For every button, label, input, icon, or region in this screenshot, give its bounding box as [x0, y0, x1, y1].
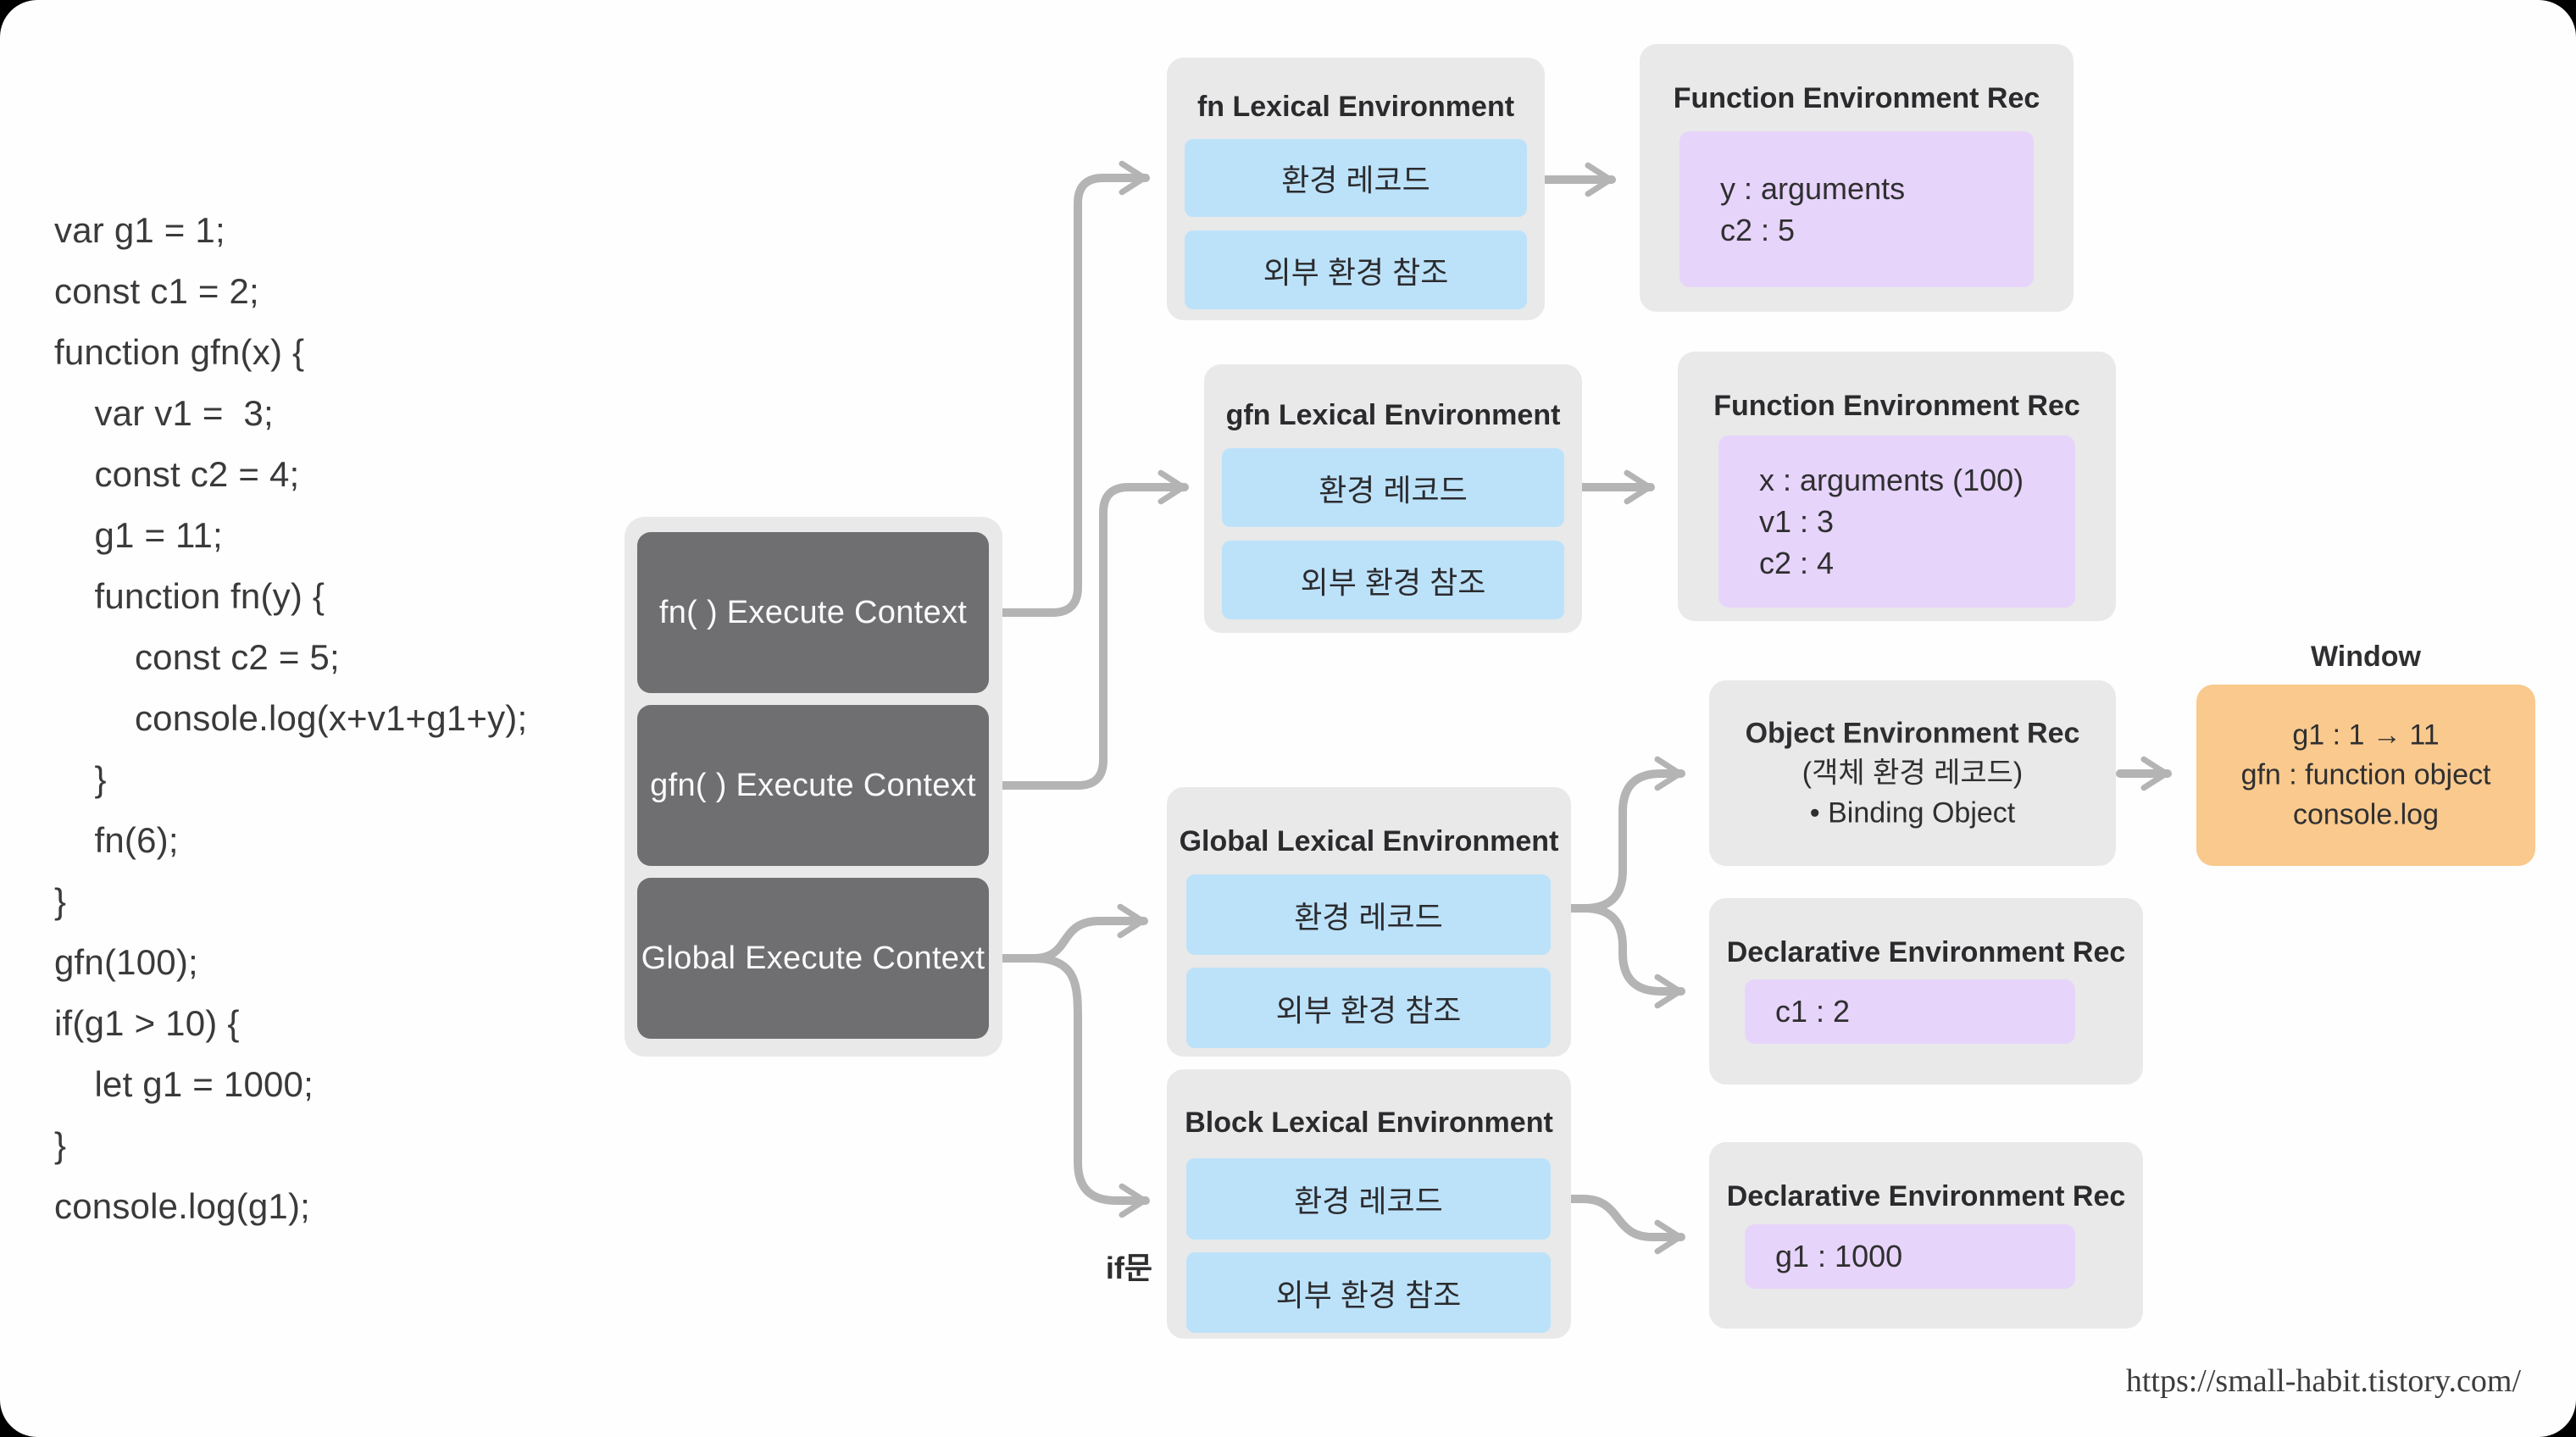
- global-lexical-environment: Global Lexical Environment 환경 레코드 외부 환경 …: [1167, 787, 1571, 1057]
- gfn-lexical-environment: gfn Lexical Environment 환경 레코드 외부 환경 참조: [1204, 364, 1582, 633]
- window-title: Window: [2311, 641, 2421, 673]
- global-ec-to-block-le-arrow: [985, 954, 1150, 1218]
- gfn-env-rec-values: x : arguments (100) v1 : 3 c2 : 4: [1718, 436, 2075, 608]
- block-record-to-decl-env-rec-arrow: [1548, 1195, 1685, 1255]
- object-environment-rec: Object Environment Rec (객체 환경 레코드) • Bin…: [1709, 680, 2116, 866]
- code-line: gfn(100);: [54, 942, 198, 982]
- source-code-listing: var g1 = 1; const c1 = 2; function gfn(x…: [54, 200, 527, 1237]
- gfn-env-rec-entry: c2 : 4: [1759, 546, 1835, 580]
- declarative-environment-rec-global-title: Declarative Environment Rec: [1726, 936, 2126, 968]
- code-line: fn(6);: [54, 820, 179, 860]
- code-line: const c2 = 5;: [54, 637, 340, 677]
- fn-env-rec-values: y : arguments c2 : 5: [1679, 131, 2034, 287]
- code-line: var g1 = 1;: [54, 210, 225, 250]
- code-line: function fn(y) {: [54, 576, 325, 616]
- code-line: function gfn(x) {: [54, 332, 305, 372]
- code-line: const c1 = 2;: [54, 271, 259, 311]
- global-record-to-object-env-rec-arrow: [1548, 756, 1685, 913]
- global-environment-record-box: 환경 레코드: [1186, 874, 1551, 955]
- block-outer-env-reference-box: 외부 환경 참조: [1186, 1252, 1551, 1333]
- global-execute-context-label: Global Execute Context: [641, 940, 985, 976]
- gfn-environment-record-box: 환경 레코드: [1222, 448, 1564, 527]
- gfn-function-environment-rec: Function Environment Rec x : arguments (…: [1678, 352, 2116, 621]
- code-line: }: [54, 1125, 67, 1165]
- source-url: https://small-habit.tistory.com/: [2125, 1363, 2521, 1399]
- gfn-function-environment-rec-title: Function Environment Rec: [1713, 390, 2080, 422]
- code-line: console.log(x+v1+g1+y);: [54, 698, 528, 738]
- global-outer-env-reference-box: 외부 환경 참조: [1186, 968, 1551, 1048]
- if-statement-label: if문: [1105, 1251, 1152, 1285]
- fn-execute-context-box: fn( ) Execute Context: [637, 532, 989, 693]
- code-line: if(g1 > 10) {: [54, 1003, 240, 1043]
- code-line: const c2 = 4;: [54, 454, 300, 494]
- code-line: let g1 = 1000;: [54, 1064, 314, 1104]
- window-object-line: console.log: [2292, 798, 2439, 831]
- gfn-env-rec-entry: x : arguments (100): [1759, 463, 2024, 497]
- fn-outer-env-reference-box: 외부 환경 참조: [1185, 230, 1527, 309]
- object-environment-rec-bullet: • Binding Object: [1809, 796, 2016, 829]
- fn-function-environment-rec-title: Function Environment Rec: [1673, 82, 2040, 114]
- declarative-environment-rec-global-value: c1 : 2: [1745, 979, 2075, 1044]
- window-object-line: gfn : function object: [2240, 758, 2491, 791]
- fn-execute-context-label: fn( ) Execute Context: [658, 594, 968, 630]
- code-line: var v1 = 3;: [54, 393, 274, 433]
- declarative-environment-rec-block-value: g1 : 1000: [1745, 1224, 2075, 1289]
- code-line: console.log(g1);: [54, 1186, 311, 1226]
- code-line: g1 = 11;: [54, 515, 223, 555]
- gfn-lexical-environment-title: gfn Lexical Environment: [1225, 399, 1561, 431]
- block-lexical-environment: Block Lexical Environment 환경 레코드 외부 환경 참…: [1167, 1069, 1571, 1339]
- gfn-env-rec-entry: v1 : 3: [1759, 504, 1835, 539]
- window-object-box: g1 : 1 → 11 gfn : function object consol…: [2196, 685, 2535, 866]
- object-environment-rec-text: Object Environment Rec (객체 환경 레코드) • Bin…: [1709, 713, 2116, 833]
- execute-context-stack: fn( ) Execute Context gfn( ) Execute Con…: [625, 517, 1002, 1057]
- code-line: }: [54, 759, 107, 799]
- object-environment-rec-title: Object Environment Rec: [1745, 717, 2080, 749]
- declarative-environment-rec-global: Declarative Environment Rec c1 : 2: [1709, 898, 2143, 1085]
- gfn-execute-context-label: gfn( ) Execute Context: [650, 767, 976, 803]
- block-lexical-environment-title: Block Lexical Environment: [1185, 1107, 1553, 1139]
- gfn-ec-to-gfn-le-arrow: [985, 469, 1189, 790]
- window-object-text: g1 : 1 → 11 gfn : function object consol…: [2196, 716, 2535, 835]
- fn-env-rec-entry: c2 : 5: [1720, 213, 1796, 247]
- fn-function-environment-rec: Function Environment Rec y : arguments c…: [1640, 44, 2074, 312]
- global-record-to-decl-env-rec-arrow: [1548, 904, 1685, 1009]
- fn-environment-record-box: 환경 레코드: [1185, 139, 1527, 217]
- object-environment-rec-subtitle: (객체 환경 레코드): [1802, 757, 2024, 789]
- fn-lexical-environment-title: fn Lexical Environment: [1196, 91, 1515, 123]
- declarative-environment-rec-block: Declarative Environment Rec g1 : 1000: [1709, 1142, 2143, 1329]
- fn-lexical-environment: fn Lexical Environment 환경 레코드 외부 환경 참조: [1167, 58, 1545, 320]
- gfn-execute-context-box: gfn( ) Execute Context: [637, 705, 989, 866]
- gfn-outer-env-reference-box: 외부 환경 참조: [1222, 541, 1564, 619]
- window-object-line: g1 : 1 → 11: [2292, 718, 2440, 752]
- fn-env-rec-entry: y : arguments: [1720, 171, 1906, 206]
- global-lexical-environment-title: Global Lexical Environment: [1179, 825, 1559, 857]
- declarative-environment-rec-block-title: Declarative Environment Rec: [1726, 1180, 2126, 1212]
- global-execute-context-box: Global Execute Context: [637, 878, 989, 1039]
- code-line: }: [54, 881, 67, 921]
- block-environment-record-box: 환경 레코드: [1186, 1158, 1551, 1240]
- global-ec-to-global-le-arrow: [985, 903, 1148, 963]
- fn-ec-to-fn-le-arrow: [985, 160, 1150, 617]
